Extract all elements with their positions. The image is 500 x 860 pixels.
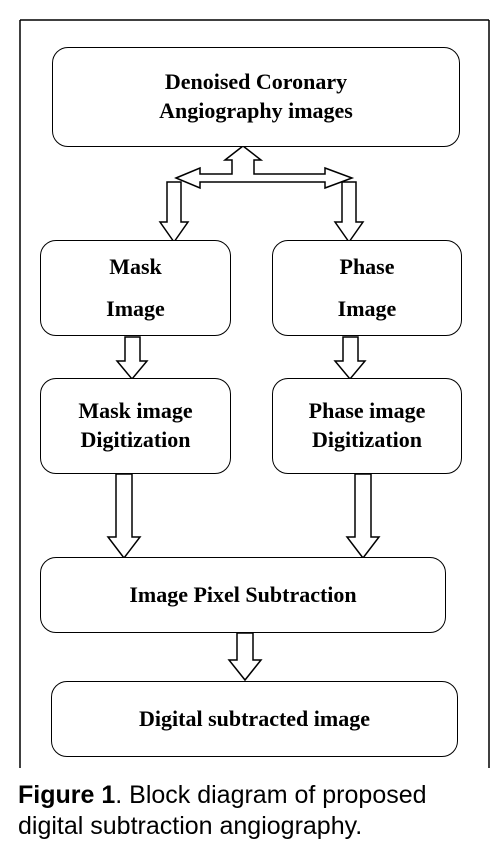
block-pixel-subtraction-line1: Image Pixel Subtraction [129, 581, 357, 607]
block-mask-image-line1: Mask [109, 254, 162, 280]
block-mask-digitization: Mask image Digitization [40, 378, 231, 474]
block-mask-digitization-line2: Digitization [80, 427, 191, 452]
block-digital-subtracted-line1: Digital subtracted image [139, 705, 370, 731]
figure-caption-text: . Block diagram of proposed digital subt… [18, 781, 427, 841]
block-mask-image-line2: Image [106, 296, 165, 321]
arrow-phase-to-digitization [333, 336, 367, 381]
block-denoised-images-line2: Angiography images [159, 98, 353, 123]
block-denoised-images: Denoised Coronary Angiography images [52, 47, 460, 147]
block-phase-image: Phase Image [272, 240, 462, 336]
block-phase-image-line1: Phase [339, 254, 395, 280]
block-phase-digitization-line1: Phase image [308, 398, 426, 424]
arrow-mask-to-digitization [115, 336, 149, 381]
arrow-mask-digitization-to-subtraction [106, 473, 142, 560]
block-phase-digitization: Phase image Digitization [272, 378, 462, 474]
arrow-subtraction-to-output [227, 632, 263, 682]
figure-caption-label: Figure 1 [18, 781, 116, 809]
block-pixel-subtraction: Image Pixel Subtraction [40, 557, 446, 633]
block-mask-digitization-line1: Mask image [78, 398, 193, 424]
block-phase-digitization-line2: Digitization [312, 427, 422, 452]
block-mask-image: Mask Image [40, 240, 231, 336]
arrow-to-mask-image [158, 181, 190, 244]
block-phase-image-line2: Image [337, 296, 397, 321]
figure-caption: Figure 1. Block diagram of proposed digi… [18, 780, 498, 843]
arrow-to-phase-image [333, 181, 365, 244]
arrow-phase-digitization-to-subtraction [345, 473, 381, 560]
block-denoised-images-line1: Denoised Coronary [164, 69, 348, 95]
block-digital-subtracted: Digital subtracted image [51, 681, 458, 757]
split-arrow [174, 145, 355, 190]
